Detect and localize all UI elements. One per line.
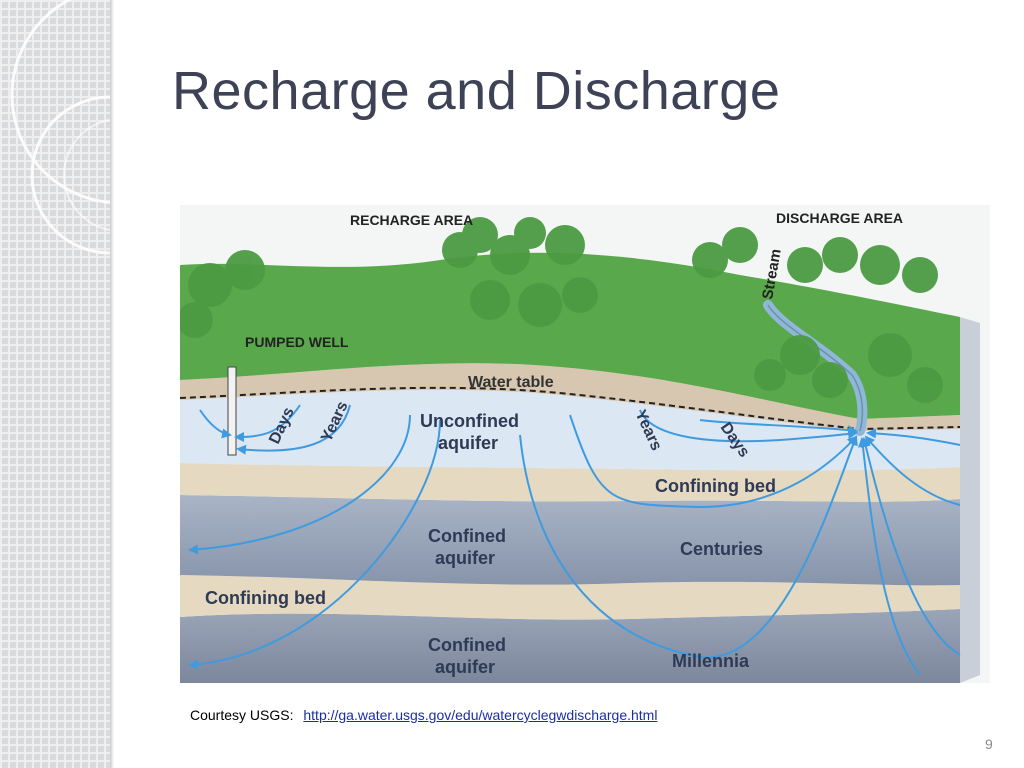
flow-arrows [188, 404, 961, 676]
flow-arrow [699, 419, 858, 436]
confining-bed-upper-label: Confining bed [655, 476, 776, 496]
confining-bed-lower-label: Confining bed [205, 588, 326, 608]
courtesy-label: Courtesy USGS: [190, 707, 294, 723]
flow-arrow [864, 435, 961, 506]
pumped-well [227, 366, 237, 456]
flow-arrow [861, 437, 961, 656]
flow-arrow [519, 434, 858, 659]
confining-bed-upper [180, 463, 960, 502]
decorative-swirl [10, 0, 112, 255]
groundwater-diagram: RECHARGE AREA DISCHARGE AREA PUMPED WELL… [180, 205, 990, 683]
confined-aquifer-upper [180, 495, 960, 586]
centuries-label: Centuries [680, 539, 763, 559]
unsaturated-soil [180, 363, 960, 431]
confined-aquifer-lower [180, 609, 960, 683]
confined-aquifer-2-label-line1: Confined [428, 635, 506, 655]
water-table-label: Water table [468, 374, 554, 391]
flow-arrow [188, 419, 441, 670]
trees [180, 217, 943, 403]
flow-arrow [569, 414, 858, 509]
flow-arrow [234, 404, 301, 442]
flow-arrow [639, 409, 858, 443]
flow-arrow [199, 409, 232, 439]
flow-arrow [866, 428, 961, 446]
recharge-area-label: RECHARGE AREA [350, 212, 473, 228]
confined-aquifer-1-label-line1: Confined [428, 526, 506, 546]
unconfined-aquifer-label-line1: Unconfined [420, 411, 519, 431]
flow-arrow [857, 437, 921, 676]
millennia-label: Millennia [672, 651, 750, 671]
decorative-sidebar [0, 0, 112, 768]
unconfined-aquifer [180, 389, 960, 471]
confined-aquifer-1-label-line2: aquifer [435, 548, 495, 568]
confining-bed-lower [180, 575, 960, 620]
unconfined-aquifer-label-line2: aquifer [438, 433, 498, 453]
discharge-area-label: DISCHARGE AREA [776, 210, 903, 226]
source-link[interactable]: http://ga.water.usgs.gov/edu/watercycleg… [303, 707, 658, 723]
pumped-well-label: PUMPED WELL [245, 334, 349, 350]
side-face [960, 317, 980, 683]
flow-arrow [188, 414, 411, 555]
source-credit: Courtesy USGS: http://ga.water.usgs.gov/… [190, 707, 657, 723]
slide-title: Recharge and Discharge [172, 61, 781, 121]
page-number: 9 [985, 736, 993, 752]
water-table-line [180, 386, 961, 431]
sidebar-divider [110, 0, 114, 768]
confined-aquifer-2-label-line2: aquifer [435, 657, 495, 677]
flow-arrow [236, 404, 351, 455]
